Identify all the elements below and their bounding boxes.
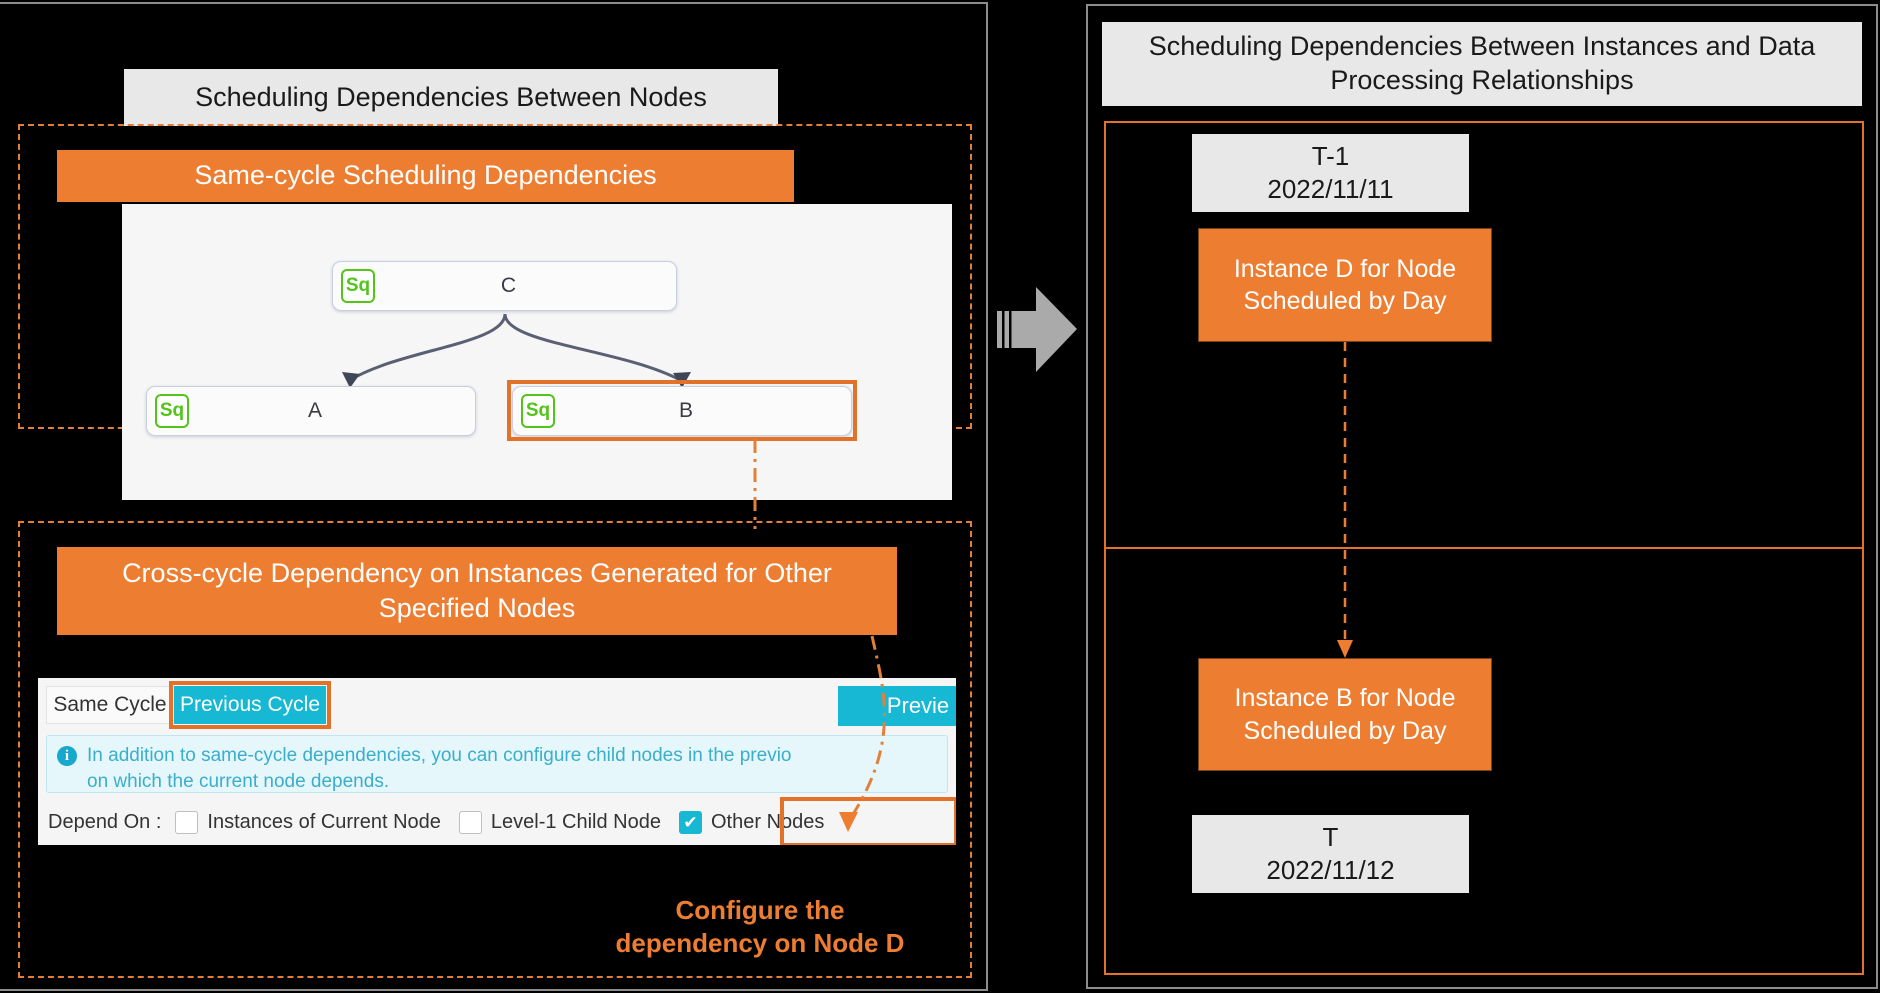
sq-icon: Sq — [521, 394, 555, 428]
preview-button[interactable]: Previe — [838, 686, 956, 726]
sq-icon: Sq — [341, 269, 375, 303]
dag-node-c-label: C — [500, 274, 517, 297]
dag-node-b[interactable]: Sq B — [512, 386, 852, 436]
tab-previous-cycle-highlight — [169, 681, 331, 729]
dag-edges — [342, 313, 691, 388]
checkbox-label-instances-of-current-node: Instances of Current Node — [207, 811, 441, 833]
depend-on-row: Depend On : Instances of Current Node Le… — [38, 800, 956, 845]
info-icon: i — [57, 746, 77, 766]
dependency-config-panel: Same Cycle Previous Cycle Previe i In ad… — [38, 678, 956, 845]
tab-same-cycle[interactable]: Same Cycle — [46, 686, 174, 724]
sq-icon: Sq — [155, 394, 189, 428]
timeline-cycle-divider — [1104, 547, 1864, 549]
instance-box-b: Instance B for Node Scheduled by Day — [1198, 658, 1492, 771]
dag-node-a[interactable]: Sq A — [146, 386, 476, 436]
cross-cycle-group-box — [18, 521, 972, 978]
info-banner-text: In addition to same-cycle dependencies, … — [87, 745, 792, 792]
checkbox-instances-of-current-node[interactable] — [175, 811, 199, 834]
checkbox-level-1-child-node[interactable] — [458, 811, 482, 834]
date-plate-t: T 2022/11/12 — [1192, 815, 1469, 893]
dag-node-a-label: A — [307, 399, 322, 422]
date-plate-value: 2022/11/12 — [1266, 855, 1395, 885]
transition-arrow-icon — [997, 287, 1077, 372]
configure-dependency-annotation: Configure the dependency on Node D — [615, 895, 905, 958]
date-plate-value: 2022/11/11 — [1267, 174, 1394, 204]
same-cycle-banner: Same-cycle Scheduling Dependencies — [57, 150, 794, 202]
right-panel: Scheduling Dependencies Between Instance… — [1086, 4, 1878, 989]
instance-box-d: Instance D for Node Scheduled by Day — [1198, 228, 1492, 342]
checkbox-item-instances-of-current-node[interactable]: Instances of Current Node — [175, 811, 441, 834]
date-plate-t-minus-1: T-1 2022/11/11 — [1192, 134, 1469, 212]
left-panel: Scheduling Dependencies Between Nodes Sa… — [0, 2, 988, 991]
tab-previous-cycle[interactable]: Previous Cycle — [174, 686, 326, 724]
date-plate-label: T — [1322, 821, 1339, 852]
checkbox-other-nodes[interactable]: ✔ — [679, 811, 702, 834]
checkbox-label-level-1-child-node: Level-1 Child Node — [490, 811, 661, 833]
dag-canvas: Sq C Sq A Sq B — [122, 204, 952, 500]
cross-cycle-banner: Cross-cycle Dependency on Instances Gene… — [57, 547, 897, 635]
depend-on-label: Depend On : — [48, 811, 162, 833]
checkbox-label-other-nodes: Other Nodes — [711, 811, 825, 833]
left-panel-caption: Scheduling Dependencies Between Nodes — [124, 69, 778, 126]
date-plate-label: T-1 — [1311, 140, 1350, 171]
cycle-tabstrip: Same Cycle Previous Cycle Previe — [38, 678, 956, 730]
checkbox-item-level-1-child-node[interactable]: Level-1 Child Node — [458, 811, 661, 834]
checkbox-item-other-nodes[interactable]: ✔ Other Nodes — [679, 811, 824, 834]
dag-node-c[interactable]: Sq C — [332, 261, 677, 311]
info-banner: i In addition to same-cycle dependencies… — [46, 735, 948, 793]
right-panel-caption: Scheduling Dependencies Between Instance… — [1102, 22, 1862, 106]
dag-node-b-label: B — [678, 399, 693, 422]
